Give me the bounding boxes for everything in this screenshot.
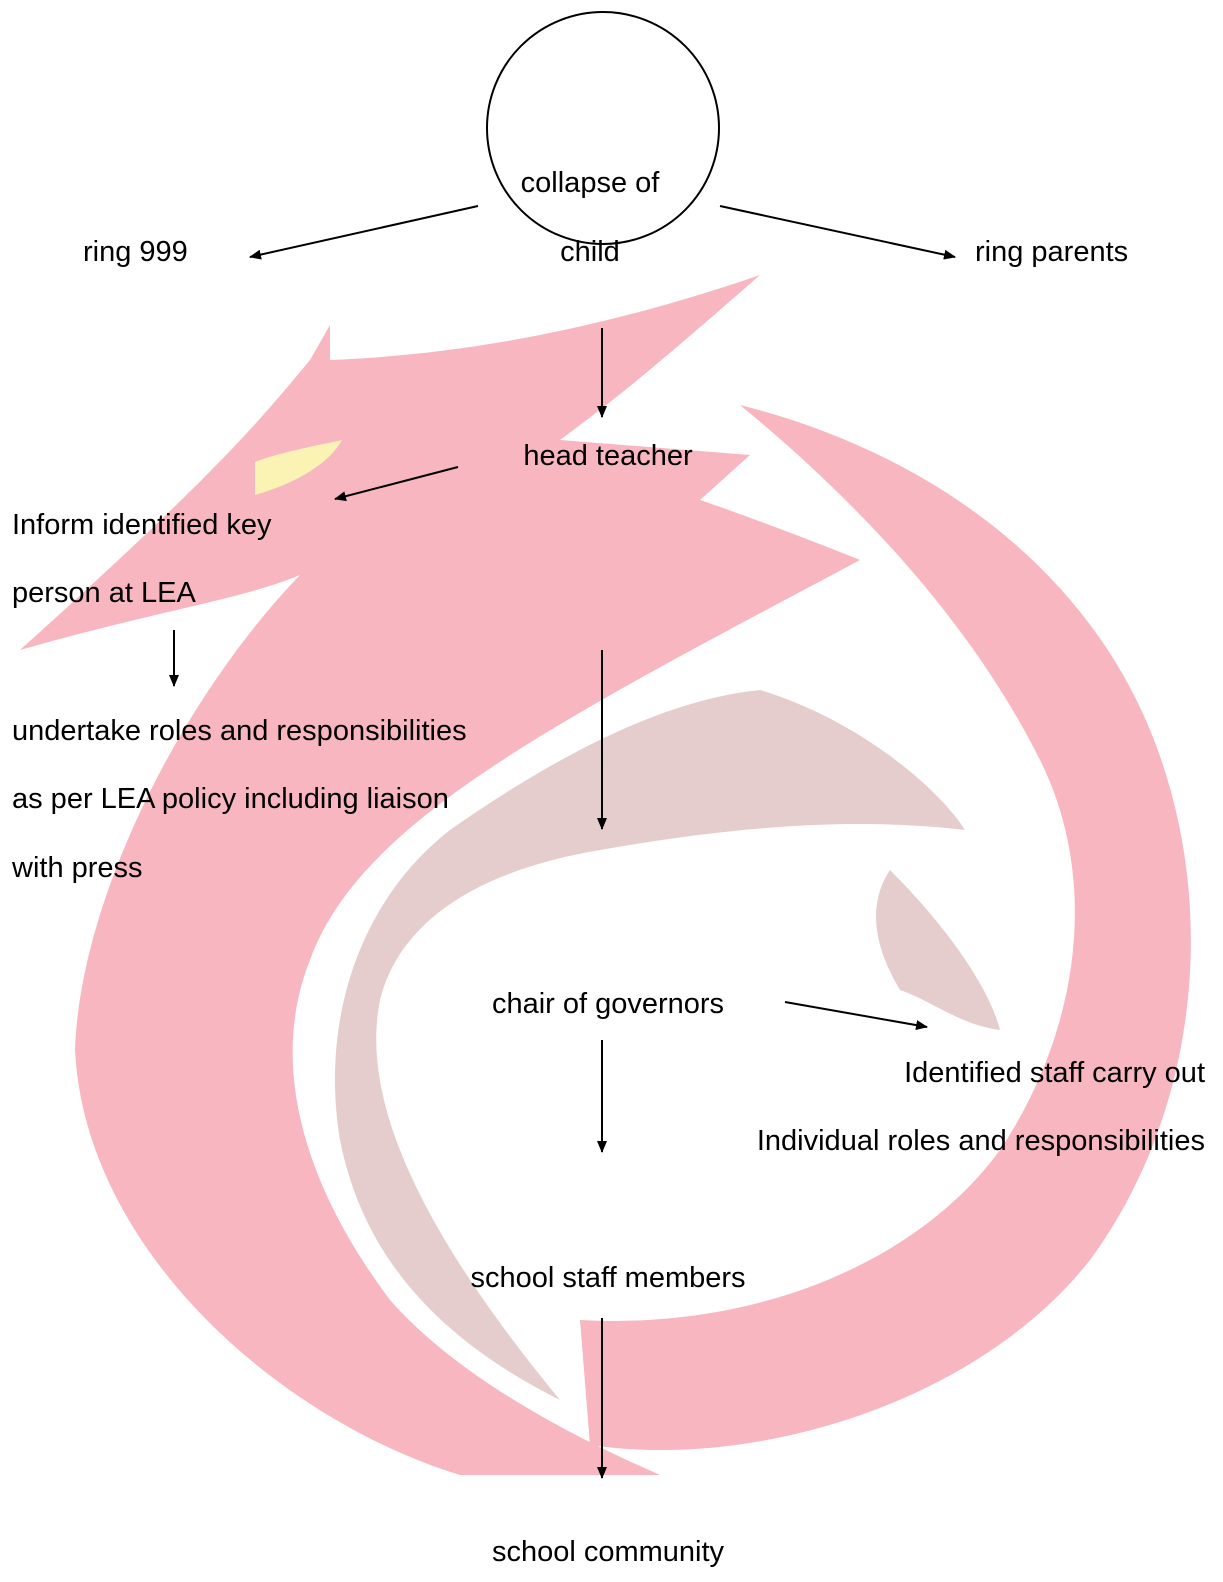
school-community-node: school community (491, 1536, 725, 1568)
lea-roles-node-line1: undertake roles and responsibilities (12, 715, 467, 747)
arrow-chair-to-identified-staff (784, 1001, 928, 1031)
chair-of-governors-node: chair of governors (491, 988, 725, 1020)
inform-lea-node-line2: person at LEA (12, 577, 196, 609)
head-teacher-node: head teacher (523, 440, 693, 472)
lea-roles-node-line2: as per LEA policy including liaison (12, 783, 449, 815)
school-staff-members-node: school staff members (470, 1262, 746, 1294)
dragon-watermark-icon (20, 275, 1191, 1475)
identified-staff-node-line1: Identified staff carry out (904, 1057, 1205, 1089)
ring-999-node: ring 999 (83, 236, 188, 268)
arrow-start-to-ring-parents (719, 205, 956, 260)
arrow-head-teacher-to-inform (334, 466, 459, 502)
arrow-start-to-ring-999 (249, 205, 479, 260)
start-node-label-line2: child (560, 236, 620, 268)
ring-parents-node: ring parents (975, 236, 1129, 268)
lea-roles-node-line3: with press (12, 852, 143, 884)
inform-lea-node-line1: Inform identified key (12, 509, 272, 541)
identified-staff-node-line2: Individual roles and responsibilities (756, 1125, 1205, 1157)
start-node-circle (486, 11, 720, 245)
start-node-label-line1: collapse of (520, 167, 660, 199)
